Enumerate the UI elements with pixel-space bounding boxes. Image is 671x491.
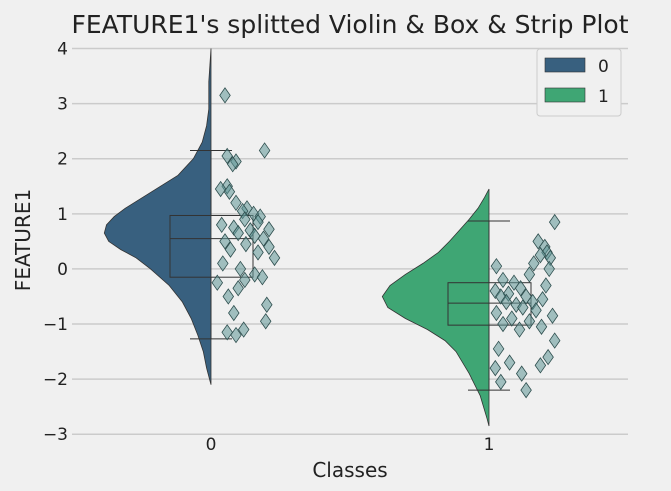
strip-point-class-1-38	[495, 373, 507, 391]
strip-point-class-0-0	[219, 87, 231, 104]
strip-point-class-1-26	[506, 310, 518, 327]
violins	[103, 48, 490, 427]
x-tick-label-0: 0	[206, 435, 217, 455]
strip-point-class-0-32	[239, 271, 251, 289]
strip-point-class-0-22	[219, 233, 231, 250]
legend-label-1: 1	[598, 87, 609, 107]
strip-point-class-0-28	[217, 255, 229, 272]
strip-point-class-1-12	[540, 277, 552, 294]
strip-points	[211, 87, 561, 399]
strip-point-class-1-35	[534, 357, 547, 374]
y-tick-label-0: 4	[57, 40, 68, 60]
strip-point-class-0-21	[257, 230, 270, 247]
strip-point-class-1-9	[523, 266, 536, 283]
strip-point-class-0-1	[258, 142, 271, 159]
strip-point-class-1-7	[490, 257, 503, 275]
strip-point-class-1-22	[517, 299, 529, 316]
strip-point-class-1-6	[528, 255, 540, 272]
strip-point-class-0-6	[214, 180, 227, 198]
strip-point-class-1-24	[490, 304, 503, 322]
y-tick-label-7: −3	[43, 425, 68, 445]
strip-point-class-0-23	[240, 235, 252, 253]
chart-title: FEATURE1's splitted Violin & Box & Strip…	[71, 10, 628, 39]
strip-point-class-0-26	[252, 244, 264, 261]
y-tick-label-4: 0	[57, 260, 68, 280]
legend-swatch-0	[544, 57, 586, 73]
x-axis-label: Classes	[312, 458, 387, 482]
strip-point-class-1-16	[495, 288, 507, 305]
y-axis-label: FEATURE1	[11, 189, 35, 291]
strip-point-class-1-31	[548, 332, 561, 349]
strip-point-class-0-30	[248, 266, 261, 283]
violin-class-1	[381, 188, 490, 427]
strip-point-class-1-36	[489, 359, 502, 377]
strip-point-class-0-17	[263, 221, 275, 238]
y-tick-labels: 4 3 2 1 0 −1 −2 −3	[43, 40, 68, 446]
y-tick-label-3: 1	[57, 205, 68, 225]
strip-point-class-0-20	[248, 227, 261, 245]
x-tick-label-1: 1	[484, 435, 495, 455]
legend-swatch-1	[544, 87, 586, 103]
strip-point-class-0-14	[252, 213, 264, 231]
strip-point-class-1-13	[514, 280, 527, 297]
strip-point-class-0-15	[215, 216, 228, 234]
strip-point-class-1-32	[492, 340, 505, 358]
strip-point-class-0-35	[222, 288, 235, 305]
strip-point-class-0-8	[230, 194, 242, 212]
strip-point-class-0-34	[232, 280, 244, 297]
strip-point-class-1-33	[542, 348, 554, 366]
y-tick-label-1: 3	[57, 95, 68, 115]
y-tick-label-5: −1	[43, 315, 68, 335]
strip-point-class-1-28	[497, 315, 509, 333]
strip-point-class-0-2	[221, 147, 233, 165]
strip-point-class-0-38	[259, 313, 272, 330]
strip-point-class-1-1	[532, 233, 544, 250]
y-tick-label-2: 2	[57, 150, 68, 170]
strip-point-class-1-0	[548, 213, 561, 231]
strip-point-class-0-37	[228, 304, 240, 322]
legend-label-0: 0	[598, 57, 609, 77]
strip-point-class-1-25	[546, 307, 559, 324]
strip-point-class-1-29	[535, 318, 548, 335]
violin-class-0	[103, 48, 212, 385]
strip-point-class-0-40	[221, 324, 233, 341]
strip-point-class-1-10	[497, 271, 509, 289]
strip-point-class-0-41	[230, 326, 242, 344]
strip-point-class-1-37	[515, 365, 528, 382]
strip-point-class-0-24	[263, 238, 275, 256]
strip-point-class-1-18	[536, 291, 549, 308]
strip-point-class-0-31	[256, 268, 269, 286]
strip-point-class-1-8	[543, 260, 555, 278]
legend: 0 1	[536, 48, 622, 117]
strip-point-class-0-4	[226, 156, 239, 173]
strip-point-class-0-29	[234, 260, 247, 278]
strip-point-class-1-30	[513, 321, 526, 338]
strip-point-class-1-19	[500, 293, 513, 311]
strip-point-class-0-18	[244, 222, 257, 239]
strip-point-class-1-17	[520, 288, 532, 305]
strip-point-class-0-36	[261, 296, 273, 313]
strip-point-class-1-34	[503, 354, 516, 371]
strip-point-class-0-7	[223, 183, 236, 200]
y-tick-label-6: −2	[43, 370, 68, 390]
strip-point-class-0-13	[239, 211, 251, 228]
strip-point-class-1-4	[534, 246, 547, 264]
x-tick-labels: 0 1	[206, 435, 495, 455]
strip-point-class-0-39	[237, 321, 250, 338]
strip-point-class-0-25	[224, 241, 237, 258]
strip-point-class-0-27	[268, 249, 281, 267]
strip-point-class-1-39	[520, 381, 532, 399]
strip-point-class-0-19	[232, 224, 244, 242]
strip-point-class-1-27	[523, 313, 536, 330]
strip-point-class-1-23	[530, 302, 542, 319]
strip-point-class-0-33	[211, 274, 224, 291]
